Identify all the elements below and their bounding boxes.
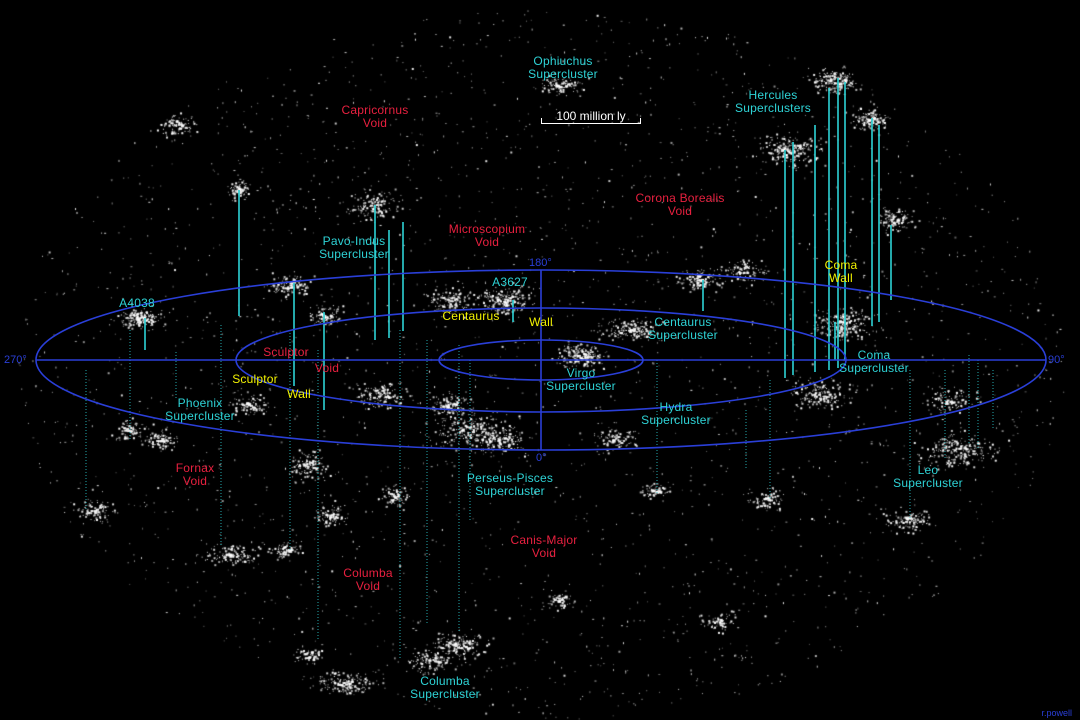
credit-text: r.powell [1041, 708, 1072, 718]
axis-label-180: 180° [529, 257, 552, 269]
label-sculptor-void-line2: Void [314, 361, 340, 375]
scale-bar: 100 million ly [541, 109, 641, 124]
axis-label-270: 270° [4, 354, 27, 366]
label-sculptor-void-line1: Sculptor [263, 345, 309, 359]
axis-label-0: 0° [536, 452, 547, 464]
scale-bar-label: 100 million ly [556, 109, 626, 123]
label-sculptor-wall-line2: Wall [287, 387, 311, 401]
label-a3627: A3627 [492, 275, 528, 289]
label-centaurus-wall-line1: Centaurus [442, 309, 500, 323]
label-sculptor-wall-line1: Sculptor [232, 372, 278, 386]
axis-label-90: 90° [1048, 354, 1065, 366]
label-a4038: A4038 [119, 296, 155, 310]
label-centaurus-wall-line2: Wall [529, 315, 553, 329]
